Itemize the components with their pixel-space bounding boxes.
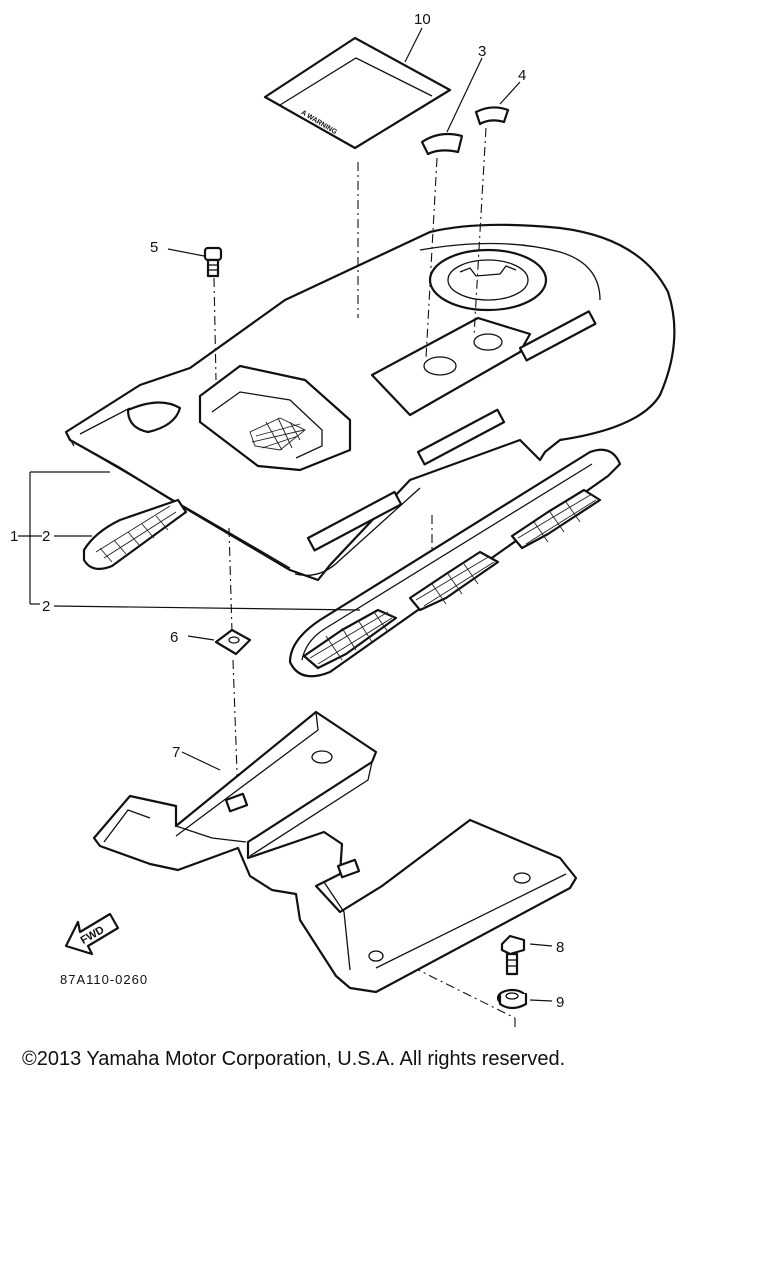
callout-9: 9 <box>556 994 564 1011</box>
grille-part-2-left <box>82 498 188 571</box>
callout-10: 10 <box>414 11 431 28</box>
pocket-mesh <box>249 417 306 451</box>
nut-part-9 <box>496 988 553 1010</box>
callout-8: 8 <box>556 939 564 956</box>
callout-3: 3 <box>478 43 486 60</box>
clip-nut-part-6 <box>187 628 252 656</box>
callout-1: 1 <box>10 528 18 545</box>
diagram-code: 87A110-0260 <box>60 972 148 987</box>
leader-lines <box>18 471 361 611</box>
cap-part-3 <box>420 57 483 156</box>
callout-2-lower: 2 <box>42 598 50 615</box>
bracket-part-7 <box>92 710 578 994</box>
callout-2-upper: 2 <box>42 528 50 545</box>
callout-4: 4 <box>518 67 526 84</box>
callout-6: 6 <box>170 629 178 646</box>
callout-5: 5 <box>150 239 158 256</box>
exploded-parts-diagram: A WARNING <box>10 11 676 1030</box>
screw-part-5 <box>167 246 223 278</box>
warning-label-part: A WARNING <box>263 27 452 150</box>
bolt-part-8 <box>500 934 553 976</box>
deck-cover-part-1 <box>64 223 676 582</box>
copyright-notice: ©2013 Yamaha Motor Corporation, U.S.A. A… <box>22 1048 566 1070</box>
fwd-arrow-icon: FWD <box>64 912 120 956</box>
grille-part-2-right <box>288 448 622 678</box>
cap-part-4 <box>474 81 521 126</box>
callout-7: 7 <box>172 744 180 761</box>
